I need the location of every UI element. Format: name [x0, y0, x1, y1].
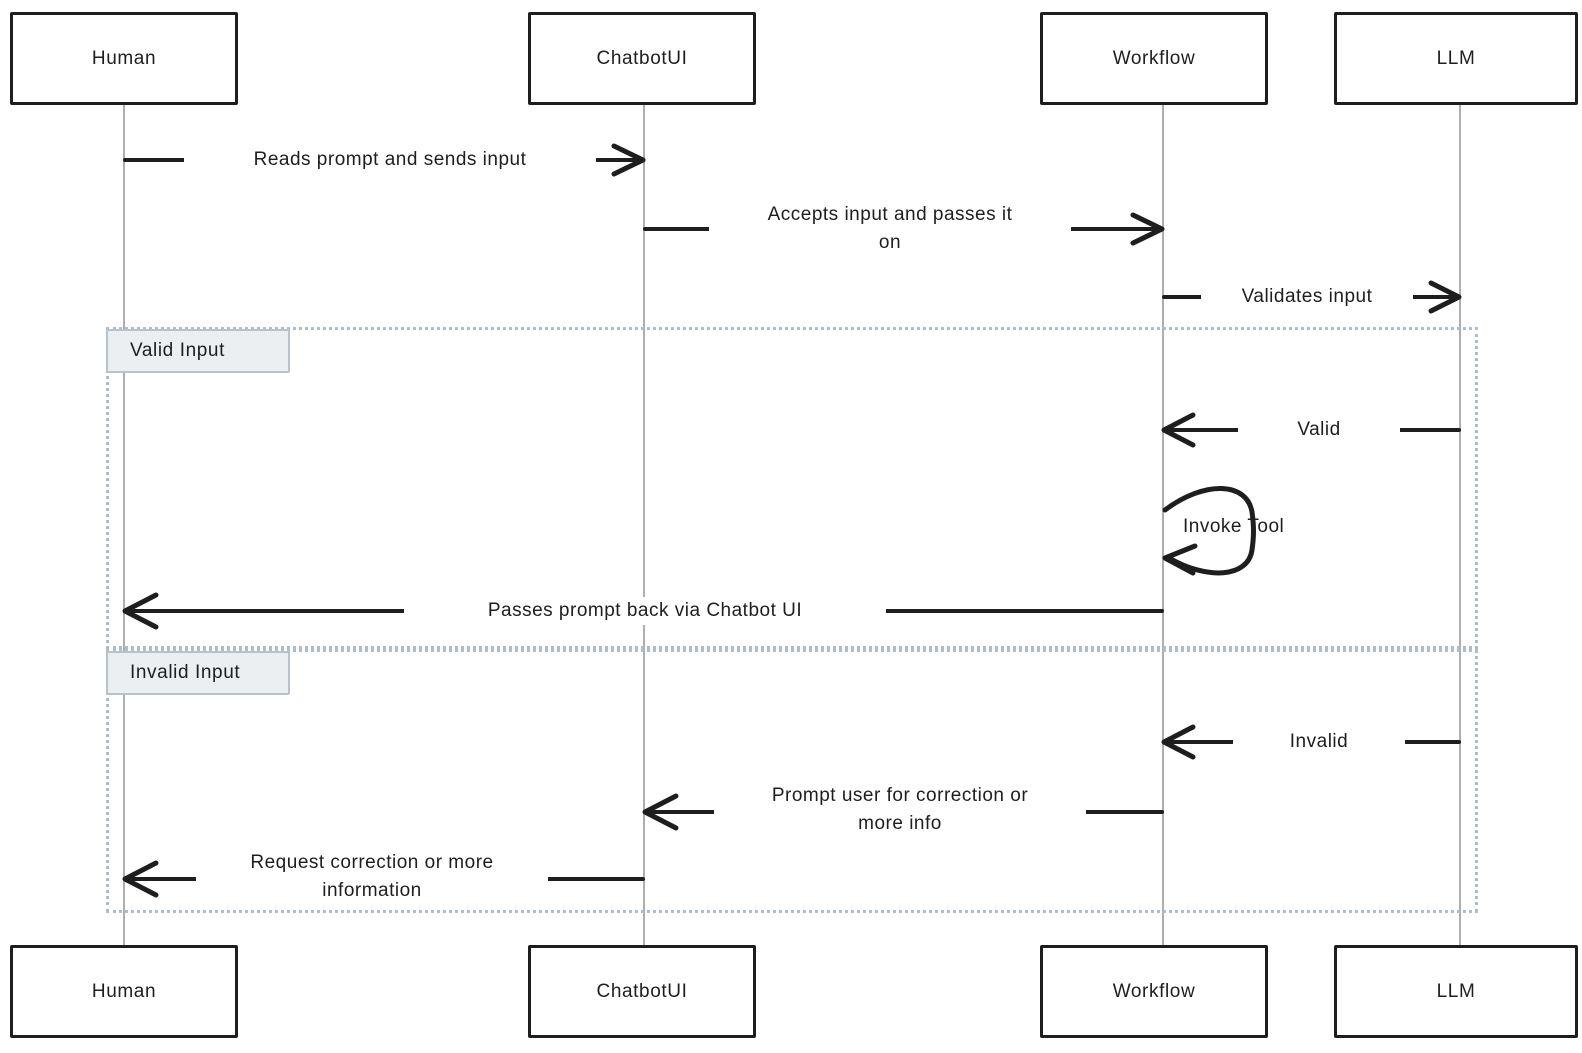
participant-label: Human: [91, 980, 157, 1002]
group-label-text: Valid Input: [130, 340, 225, 361]
message-request-correction-or-more-information[interactable]: Request correction or more information: [122, 840, 645, 910]
participant-label: LLM: [1436, 47, 1476, 69]
lifeline-chatbotui: [643, 103, 645, 948]
message-label: Invoke Tool: [1183, 516, 1285, 537]
group-label-text: Invalid Input: [130, 662, 241, 683]
group-label-valid-input[interactable]: Valid Input: [106, 329, 290, 373]
message-valid[interactable]: Valid: [1161, 400, 1461, 460]
participant-label: Human: [91, 47, 157, 69]
message-invalid[interactable]: Invalid: [1161, 712, 1461, 772]
message-passes-prompt-back-via-chatbot-ui[interactable]: Passes prompt back via Chatbot UI: [122, 580, 1164, 640]
participant-human-bottom[interactable]: Human: [10, 945, 238, 1038]
participant-label: Workflow: [1112, 980, 1196, 1002]
lifeline-llm: [1459, 103, 1461, 948]
participant-llm-bottom[interactable]: LLM: [1334, 945, 1578, 1038]
lifeline-workflow: [1162, 103, 1164, 948]
self-loop-arrow-icon: [1162, 486, 1256, 576]
participant-chatbotui-bottom[interactable]: ChatbotUI: [528, 945, 756, 1038]
message-invoke-tool[interactable]: Invoke Tool: [1155, 478, 1415, 588]
message-reads-prompt-and-sends-input[interactable]: Reads prompt and sends input: [123, 120, 646, 180]
message-label: Prompt user for correction or more info: [714, 782, 1086, 838]
participant-label: Workflow: [1112, 47, 1196, 69]
participant-human-top[interactable]: Human: [10, 12, 238, 105]
lifeline-human: [123, 103, 125, 948]
message-validates-input[interactable]: Validates input: [1162, 262, 1462, 322]
participant-workflow-bottom[interactable]: Workflow: [1040, 945, 1268, 1038]
message-label: Reads prompt and sends input: [184, 146, 596, 174]
group-label-invalid-input[interactable]: Invalid Input: [106, 651, 290, 695]
participant-label: ChatbotUI: [596, 980, 688, 1002]
participant-workflow-top[interactable]: Workflow: [1040, 12, 1268, 105]
message-label: Valid: [1238, 416, 1400, 444]
message-label: Request correction or more information: [196, 849, 548, 905]
participant-label: ChatbotUI: [596, 47, 688, 69]
message-label: Invalid: [1233, 728, 1405, 756]
participant-llm-top[interactable]: LLM: [1334, 12, 1578, 105]
message-label: Accepts input and passes it on: [709, 201, 1071, 257]
message-prompt-user-for-correction-or-more-info[interactable]: Prompt user for correction or more info: [642, 772, 1164, 842]
participant-chatbotui-top[interactable]: ChatbotUI: [528, 12, 756, 105]
participant-label: LLM: [1436, 980, 1476, 1002]
message-accepts-input-and-passes-it-on[interactable]: Accepts input and passes it on: [643, 190, 1165, 260]
message-label: Passes prompt back via Chatbot UI: [404, 597, 886, 625]
message-label: Validates input: [1201, 283, 1413, 311]
